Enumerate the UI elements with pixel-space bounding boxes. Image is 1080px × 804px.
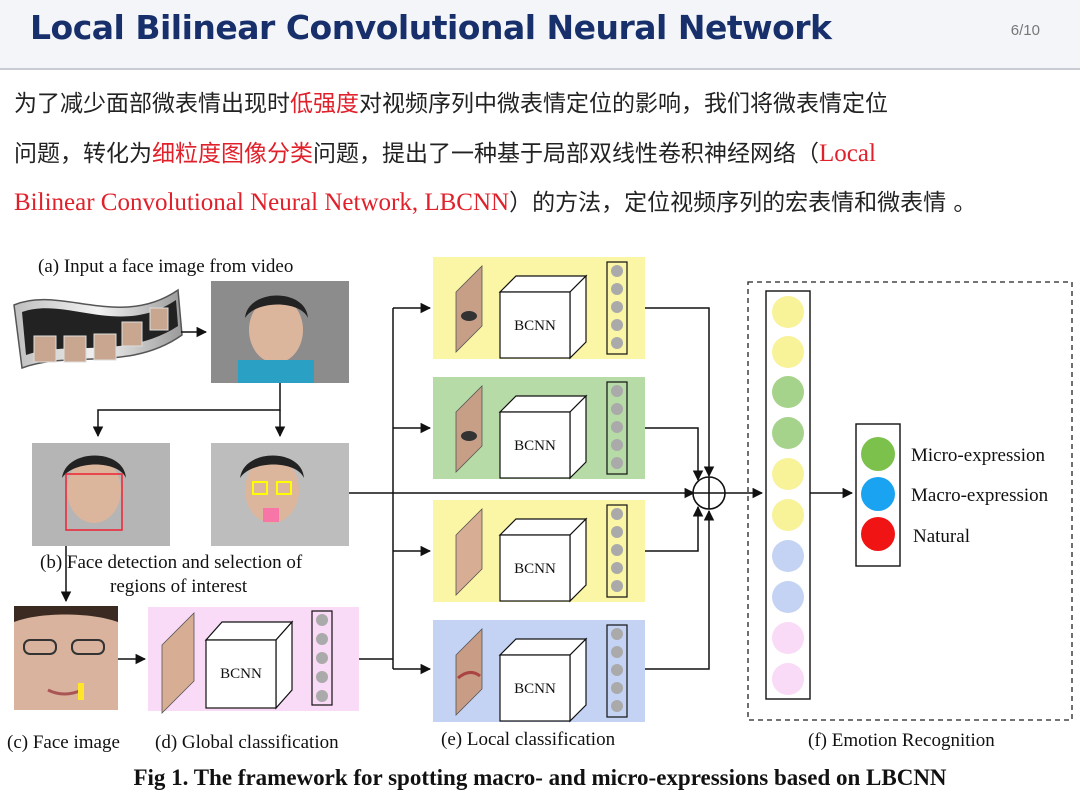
face-image-crop	[14, 606, 118, 710]
emotion-recognition-region	[747, 281, 1073, 721]
legend-natural-dot	[861, 517, 895, 551]
legend-macro-dot	[861, 477, 895, 511]
sum-node	[692, 476, 726, 510]
label-regions-of-interest: regions of interest	[110, 576, 248, 597]
film-strip-image	[13, 288, 183, 370]
header-divider	[0, 68, 1080, 70]
legend-natural-label: Natural	[913, 526, 970, 547]
slide-header: Local Bilinear Convolutional Neural Netw…	[0, 0, 1080, 68]
legend-micro-dot	[861, 437, 895, 471]
label-input-video: (a) Input a face image from video	[38, 256, 293, 277]
local-panel-eye-left: BCNN	[433, 257, 645, 360]
legend-micro-label: Micro-expression	[911, 445, 1046, 466]
roi-selection-photo	[211, 443, 349, 546]
input-face-photo	[211, 281, 349, 383]
svg-text:BCNN: BCNN	[514, 681, 556, 697]
svg-text:BCNN: BCNN	[514, 438, 556, 454]
local-panel-mouth: BCNN	[433, 620, 645, 723]
page-number: 6/10	[1010, 22, 1040, 39]
label-face-image: (c) Face image	[7, 732, 120, 753]
figure-caption: Fig 1. The framework for spotting macro-…	[133, 765, 947, 790]
paragraph-line-3: Bilinear Convolutional Neural Network, L…	[14, 189, 977, 216]
local-panel-eye-right: BCNN	[433, 377, 645, 480]
svg-text:BCNN: BCNN	[514, 318, 556, 334]
paragraph-line-1: 为了减少面部微表情出现时低强度对视频序列中微表情定位的影响，我们将微表情定位	[14, 91, 888, 117]
global-classification-panel: BCNN	[148, 607, 359, 714]
output-legend: Micro-expression Macro-expression Natura…	[855, 423, 1049, 567]
slide-title: Local Bilinear Convolutional Neural Netw…	[30, 8, 832, 47]
label-local-classification: (e) Local classification	[441, 729, 616, 750]
feature-vector	[765, 290, 811, 700]
label-global-classification: (d) Global classification	[155, 732, 339, 753]
local-panel-nose-cheek: BCNN	[433, 500, 645, 603]
paragraph-line-2: 问题，转化为细粒度图像分类问题，提出了一种基于局部双线性卷积神经网络（Local	[14, 140, 876, 167]
face-detection-photo	[32, 443, 170, 546]
label-face-detection: (b) Face detection and selection of	[40, 552, 303, 573]
label-emotion-recognition: (f) Emotion Recognition	[808, 730, 995, 751]
svg-text:BCNN: BCNN	[514, 561, 556, 577]
svg-text:BCNN: BCNN	[220, 666, 262, 682]
legend-macro-label: Macro-expression	[911, 485, 1049, 506]
bcnn-block: BCNN	[204, 620, 294, 710]
